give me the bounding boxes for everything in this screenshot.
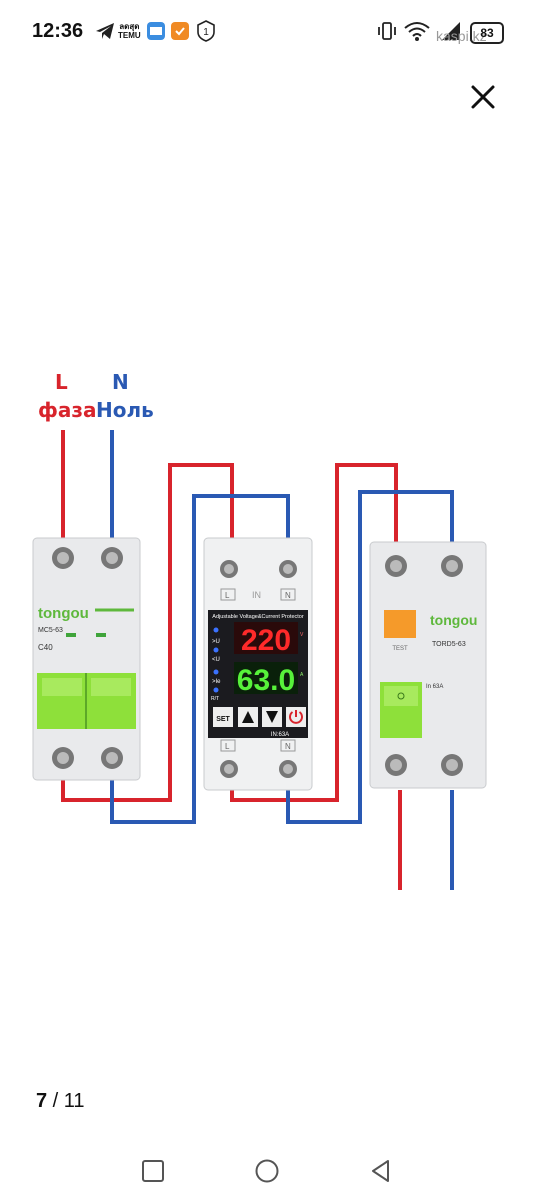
set-button[interactable] xyxy=(213,707,233,727)
wifi-icon xyxy=(404,22,430,41)
telegram-icon xyxy=(96,23,114,39)
rcd-test-button[interactable] xyxy=(384,610,416,638)
image-pager: 7 / 11 xyxy=(36,1090,85,1113)
rcd-test-label: TEST xyxy=(392,646,408,652)
arrow-up-icon xyxy=(242,711,254,723)
shield-app-icon xyxy=(171,22,189,40)
label-phase: фаза xyxy=(38,398,97,422)
current-display: 63.0 xyxy=(237,664,295,697)
rcd: TEST tongou TORD5-63 In 63A xyxy=(369,541,487,789)
label-n: N xyxy=(112,370,129,394)
label-null: Ноль xyxy=(96,398,154,422)
mail-app-icon xyxy=(147,22,165,40)
temu-line2: TEMU xyxy=(118,31,141,40)
breaker-model: MC5-63 xyxy=(38,627,63,634)
notification-badge-icon: 1 xyxy=(197,20,215,42)
wiring-diagram: L N фаза Ноль tongou MC5-63 C40 xyxy=(0,360,536,920)
notif-count: 1 xyxy=(203,27,209,38)
terminal-n-bottom: N xyxy=(285,742,291,751)
rcd-rating: In 63A xyxy=(426,684,443,690)
protector-rating: IN:63A xyxy=(271,732,289,738)
vibrate-icon xyxy=(378,22,396,40)
temu-icon: ลดสุด TEMU xyxy=(118,22,141,40)
close-icon[interactable] xyxy=(466,80,500,114)
breaker-brand: tongou xyxy=(38,605,89,622)
battery-indicator: 83 xyxy=(470,22,504,44)
unit-a: A xyxy=(300,672,304,678)
diagram-svg: tongou MC5-63 C40 L IN N Adjustable Volt… xyxy=(32,430,487,890)
ind-u-down: <U xyxy=(212,657,220,663)
terminal-n-top: N xyxy=(285,591,291,600)
pager-separator: / xyxy=(47,1090,64,1112)
protector-header: Adjustable Voltage&Current Protector xyxy=(212,614,304,620)
voltage-protector: L IN N Adjustable Voltage&Current Protec… xyxy=(203,537,313,791)
back-icon[interactable] xyxy=(368,1158,394,1184)
clock: 12:36 xyxy=(32,20,84,42)
signal-icon xyxy=(442,22,460,40)
terminal-l-top: L xyxy=(225,591,230,600)
set-label: SET xyxy=(216,716,230,723)
breaker-rating: C40 xyxy=(38,643,53,652)
recents-icon[interactable] xyxy=(140,1158,166,1184)
home-icon[interactable] xyxy=(254,1158,280,1184)
arrow-down-icon xyxy=(266,711,278,723)
in-label: IN xyxy=(252,590,261,600)
label-l: L xyxy=(55,370,68,394)
circuit-breaker: tongou MC5-63 C40 xyxy=(32,537,141,781)
ind-ie: >Ie xyxy=(212,679,221,685)
ind-u-up: >U xyxy=(212,639,220,645)
rcd-model: TORD5-63 xyxy=(432,641,466,648)
status-bar: 12:36 ลดสุด TEMU 1 kaspi.kz 83 xyxy=(0,0,536,64)
unit-v: V xyxy=(300,632,304,638)
rcd-brand: tongou xyxy=(430,612,477,628)
ind-rt: R/T xyxy=(211,696,219,702)
terminal-l-bottom: L xyxy=(225,742,230,751)
temu-line1: ลดสุด xyxy=(119,22,140,31)
voltage-display: 220 xyxy=(241,624,291,657)
pager-current: 7 xyxy=(36,1090,48,1112)
pager-total: 11 xyxy=(63,1090,85,1112)
power-icon xyxy=(289,711,303,724)
